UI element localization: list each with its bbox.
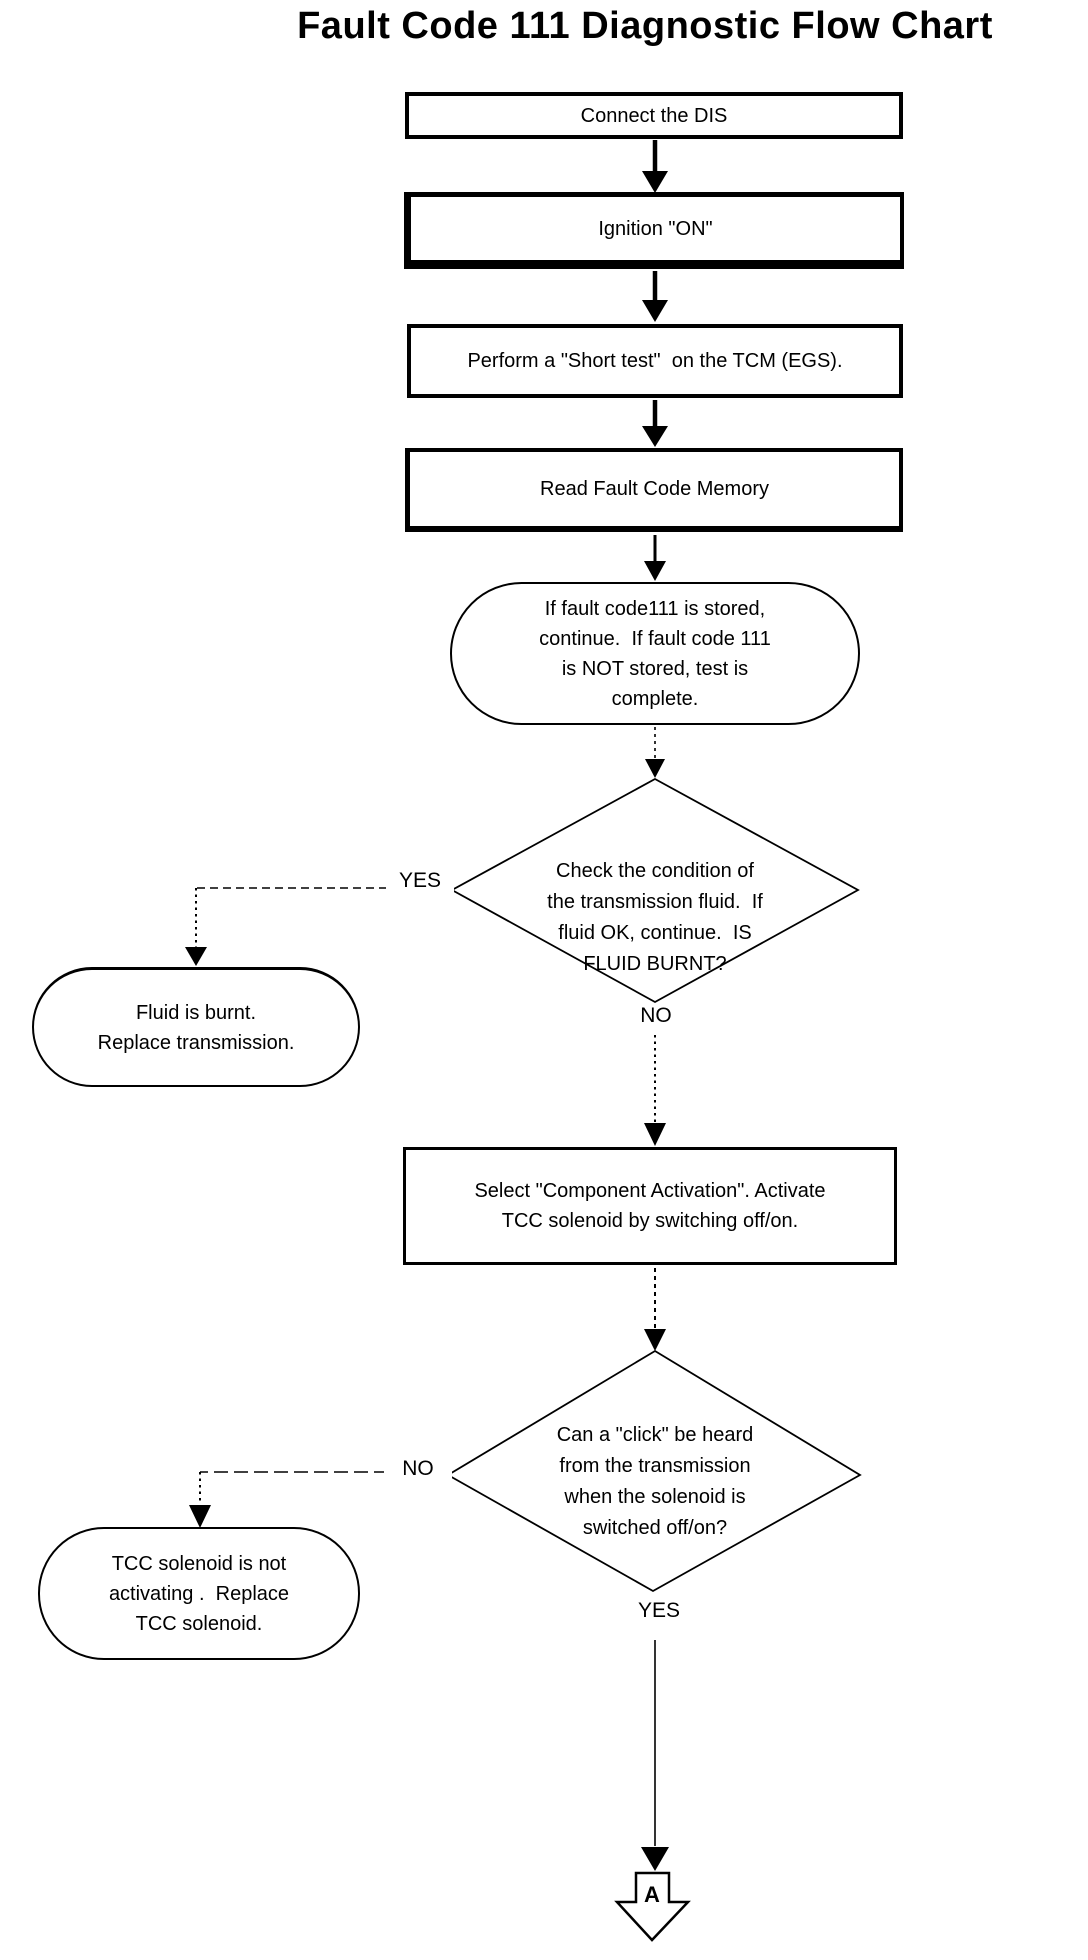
arrow-readfault-to-stored <box>644 535 666 581</box>
edge-click-yes-line <box>641 1640 669 1871</box>
offpage-connector-a-shape <box>614 1871 691 1942</box>
page-title: Fault Code 111 Diagnostic Flow Chart <box>297 5 993 47</box>
edge-label-fluid-no: NO <box>624 1004 688 1028</box>
decision-click-heard-shape <box>446 1349 862 1593</box>
arrow-stored-to-fluid-decision <box>645 727 665 778</box>
process-component-activation: Select "Component Activation". Activate … <box>403 1147 897 1265</box>
terminator-fluid-burnt: Fluid is burnt. Replace transmission. <box>32 967 360 1087</box>
terminator-fluid-burnt-label: Fluid is burnt. Replace transmission. <box>97 1001 295 1054</box>
process-short-test-label: Perform a "Short test" on the TCM (EGS). <box>467 350 843 372</box>
terminator-fault-stored-label: If fault code111 is stored, continue. If… <box>539 597 771 710</box>
edge-label-click-yes: YES <box>622 1599 696 1623</box>
arrow-component-to-click-decision <box>644 1268 666 1351</box>
process-short-test: Perform a "Short test" on the TCM (EGS). <box>407 324 903 398</box>
decision-fluid-burnt-shape <box>450 777 860 1004</box>
offpage-connector-a-label: A <box>644 1882 660 1907</box>
process-connect-dis-label: Connect the DIS <box>580 104 728 127</box>
arrow-shorttest-to-readfault <box>642 400 668 447</box>
terminator-tcc-not-activating-label: TCC solenoid is not activating . Replace… <box>108 1552 290 1635</box>
process-ignition-on-label: Ignition "ON" <box>598 217 713 240</box>
arrow-ignition-to-shorttest <box>642 271 668 322</box>
process-connect-dis: Connect the DIS <box>405 92 903 139</box>
arrow-connect-to-ignition <box>642 140 668 193</box>
edge-label-fluid-yes: YES <box>386 869 454 893</box>
process-ignition-on: Ignition "ON" <box>404 192 904 269</box>
process-read-fault-memory-label: Read Fault Code Memory <box>540 478 769 500</box>
terminator-tcc-not-activating: TCC solenoid is not activating . Replace… <box>38 1527 360 1660</box>
decision-click-heard-label: Can a "click" be heard from the transmis… <box>556 1424 754 1539</box>
terminator-fault-stored: If fault code111 is stored, continue. If… <box>450 582 860 725</box>
process-read-fault-memory: Read Fault Code Memory <box>405 448 903 532</box>
edge-fluid-yes-line <box>185 887 452 966</box>
edge-label-click-no: NO <box>384 1457 452 1481</box>
decision-fluid-burnt-label: Check the condition of the transmission … <box>547 860 763 975</box>
edge-fluid-no-line <box>644 1035 666 1146</box>
process-component-activation-label: Select "Component Activation". Activate … <box>474 1180 826 1232</box>
